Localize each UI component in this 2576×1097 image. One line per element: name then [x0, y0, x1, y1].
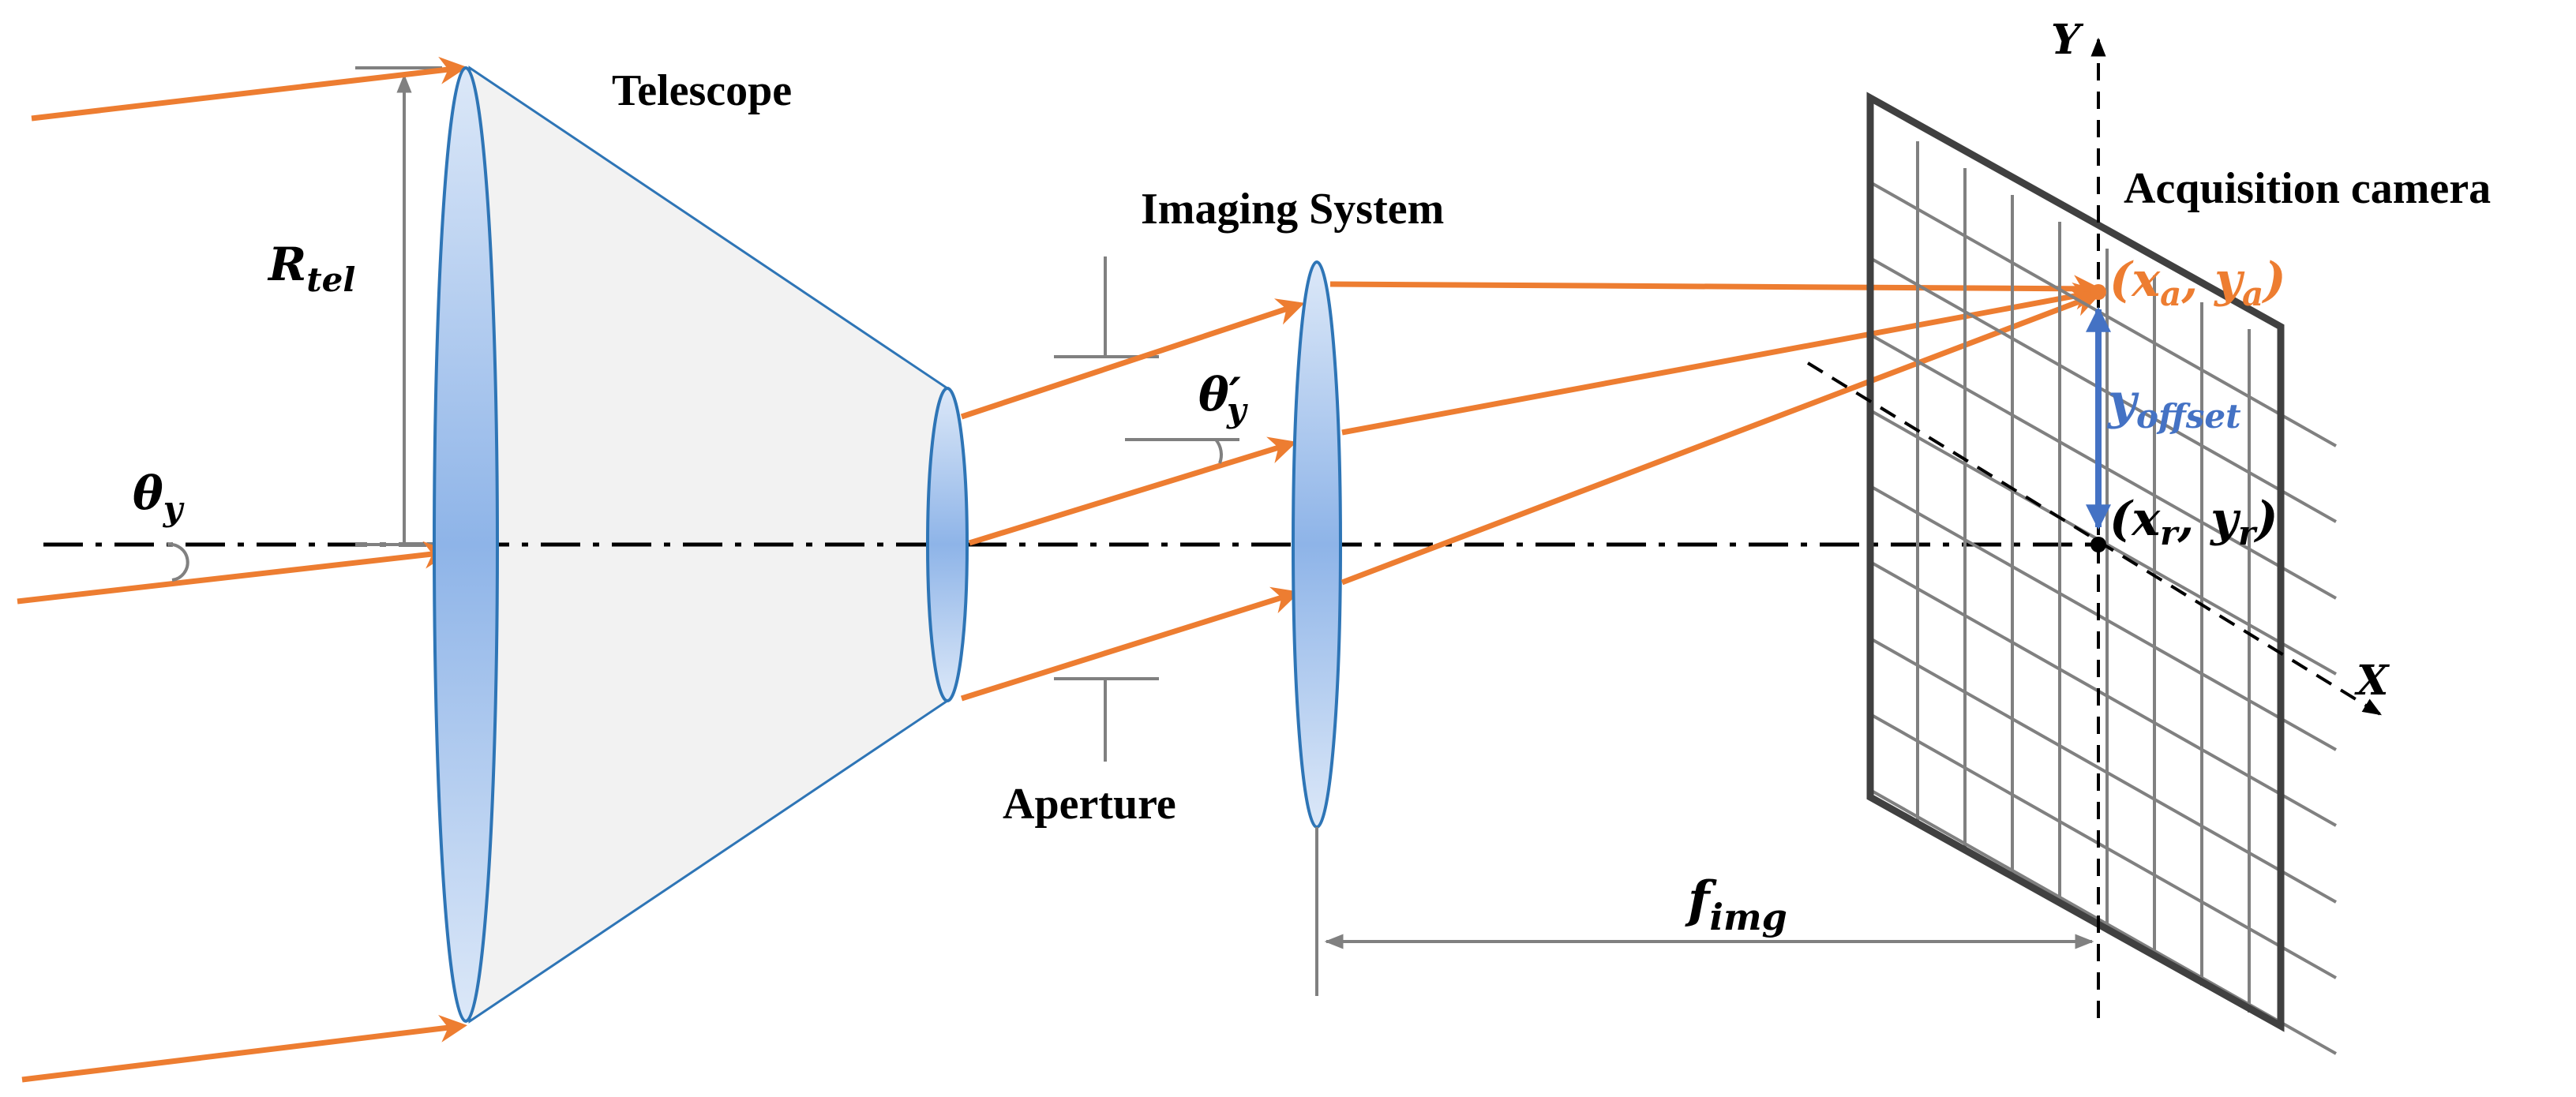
theta-y-prime-reference [1125, 438, 1239, 464]
r-tel-label: Rtel [267, 238, 355, 299]
theta-y-arc [167, 542, 189, 582]
aperture-stops [1054, 256, 1159, 762]
input-rays [17, 56, 467, 1083]
axis-x-label: X [2354, 657, 2390, 705]
f-img-dimension [1315, 827, 2094, 996]
y-offset-label: yoffset [2106, 373, 2241, 436]
camera-sensor-grid [1866, 92, 2337, 1055]
point-a-dot [2090, 284, 2106, 300]
point-a-label: (xa, ya) [2109, 253, 2286, 313]
output-rays [1329, 275, 2102, 586]
theta-y-prime-label: θ′y [1198, 368, 1248, 429]
imaging-lens [1292, 260, 1342, 829]
imaging-system-label: Imaging System [1141, 185, 1444, 234]
camera-sensor-frame [1866, 92, 2285, 1032]
telescope-secondary-lens [926, 387, 969, 702]
telescope-label: Telescope [612, 66, 792, 115]
intermediate-rays [960, 298, 1305, 702]
telescope-primary-lens [433, 66, 499, 1023]
theta-y-label: θy [133, 466, 185, 528]
point-r-label: (xr, yr) [2109, 492, 2278, 552]
axis-y-label: Y [2051, 16, 2084, 64]
acquisition-camera-label: Acquisition camera [2124, 164, 2491, 213]
aperture-label: Aperture [1003, 780, 1176, 829]
point-r-dot [2090, 537, 2106, 552]
f-img-label: fimg [1685, 870, 1787, 938]
